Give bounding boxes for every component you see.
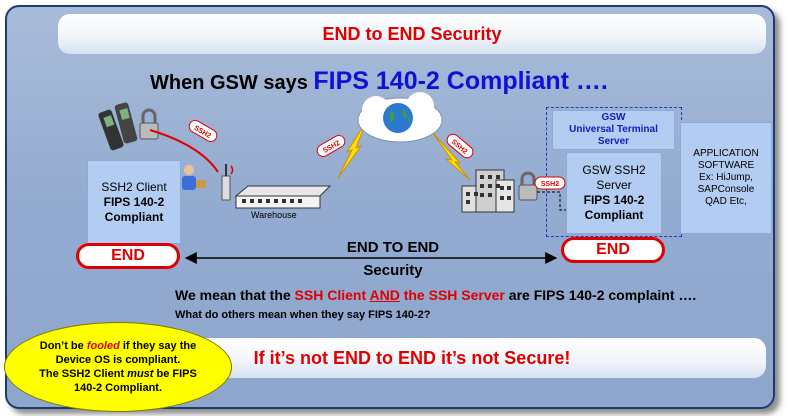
note-text-1c: if they say the: [119, 340, 197, 352]
statement-and: AND: [369, 287, 400, 303]
bottom-banner-text: If it’s not END to END it’s not Secure!: [253, 347, 571, 368]
note-must: must: [127, 368, 154, 380]
note-text-3a: The SSH2 Client: [39, 368, 128, 380]
ssh2-tag-2: SSH2: [316, 135, 346, 157]
center-label-bottom: Security: [363, 262, 423, 279]
note-line-2: Device OS is compliant.: [55, 354, 181, 366]
building-icon: [461, 169, 515, 213]
server-box: GSW SSH2 Server FIPS 140-2 Compliant: [566, 152, 662, 234]
gsw-line-3: Server: [597, 136, 630, 147]
warning-note: Don’t be fooled if they say the Device O…: [4, 322, 232, 412]
app-line-5: QAD Etc,: [705, 196, 747, 207]
gsw-line-1: GSW: [601, 112, 626, 123]
note-text-1a: Don’t be: [39, 340, 87, 352]
client-line-3: Compliant: [104, 209, 164, 224]
note-text-3c: be FIPS: [153, 368, 197, 380]
internet-cloud-icon: [357, 92, 443, 143]
client-line-2: FIPS 140-2: [103, 194, 165, 209]
server-line-1: GSW SSH2: [582, 163, 646, 177]
gsw-box: GSW Universal Terminal Server: [552, 110, 675, 150]
app-line-3: Ex: HiJump,: [699, 172, 753, 183]
handheld-device-icon: [98, 102, 138, 151]
center-label-top: END TO END: [346, 239, 440, 256]
app-line-2: SOFTWARE: [697, 160, 755, 171]
app-line-4: SAPConsole: [697, 184, 755, 195]
question: What do others mean when they say FIPS 1…: [175, 309, 431, 321]
statement: We mean that the SSH Client AND the SSH …: [175, 287, 696, 303]
client-line-1: SSH2 Client: [101, 179, 167, 194]
headline: When GSW says FIPS 140-2 Compliant ….: [150, 67, 608, 96]
ssh2-tag-4: SSH2: [534, 176, 566, 190]
warehouse-label: Warehouse: [251, 210, 297, 220]
server-link: [537, 191, 566, 211]
title-text: END to END Security: [322, 23, 502, 44]
worker-icon: [182, 165, 206, 190]
server-line-2: Server: [596, 178, 632, 192]
note-line-4: 140-2 Compliant.: [73, 382, 163, 394]
end-right-badge: END: [561, 237, 665, 263]
server-line-3: FIPS 140-2: [583, 193, 645, 207]
client-cable: [149, 129, 219, 173]
statement-suffix: are FIPS 140-2 complaint ….: [504, 287, 697, 303]
access-point-icon: [221, 164, 234, 201]
padlock-icon-server: [518, 171, 538, 201]
app-line-1: APPLICATION: [693, 148, 759, 159]
lightning-right-icon: [431, 131, 471, 181]
padlock-icon: [139, 108, 159, 140]
lightning-left-icon: [337, 121, 367, 179]
headline-prefix: When GSW says: [150, 72, 314, 94]
statement-prefix: We mean that the: [175, 287, 295, 303]
statement-server: the SSH Server: [399, 287, 505, 303]
headline-highlight: FIPS 140-2 Compliant ….: [313, 67, 608, 95]
end-left-badge: END: [76, 243, 180, 269]
end-right-label: END: [596, 241, 630, 258]
switch-icon: [234, 185, 332, 209]
application-box: APPLICATION SOFTWARE Ex: HiJump, SAPCons…: [680, 122, 772, 234]
statement-client: SSH Client: [294, 287, 370, 303]
gsw-line-2: Universal Terminal: [569, 124, 658, 135]
title-banner: END to END Security: [58, 14, 766, 54]
ssh2-tag-1: SSH2: [188, 120, 218, 142]
svg-text:SSH2: SSH2: [541, 181, 559, 188]
end-left-label: END: [111, 247, 145, 264]
server-line-4: Compliant: [584, 208, 644, 222]
note-fooled: fooled: [86, 340, 120, 352]
